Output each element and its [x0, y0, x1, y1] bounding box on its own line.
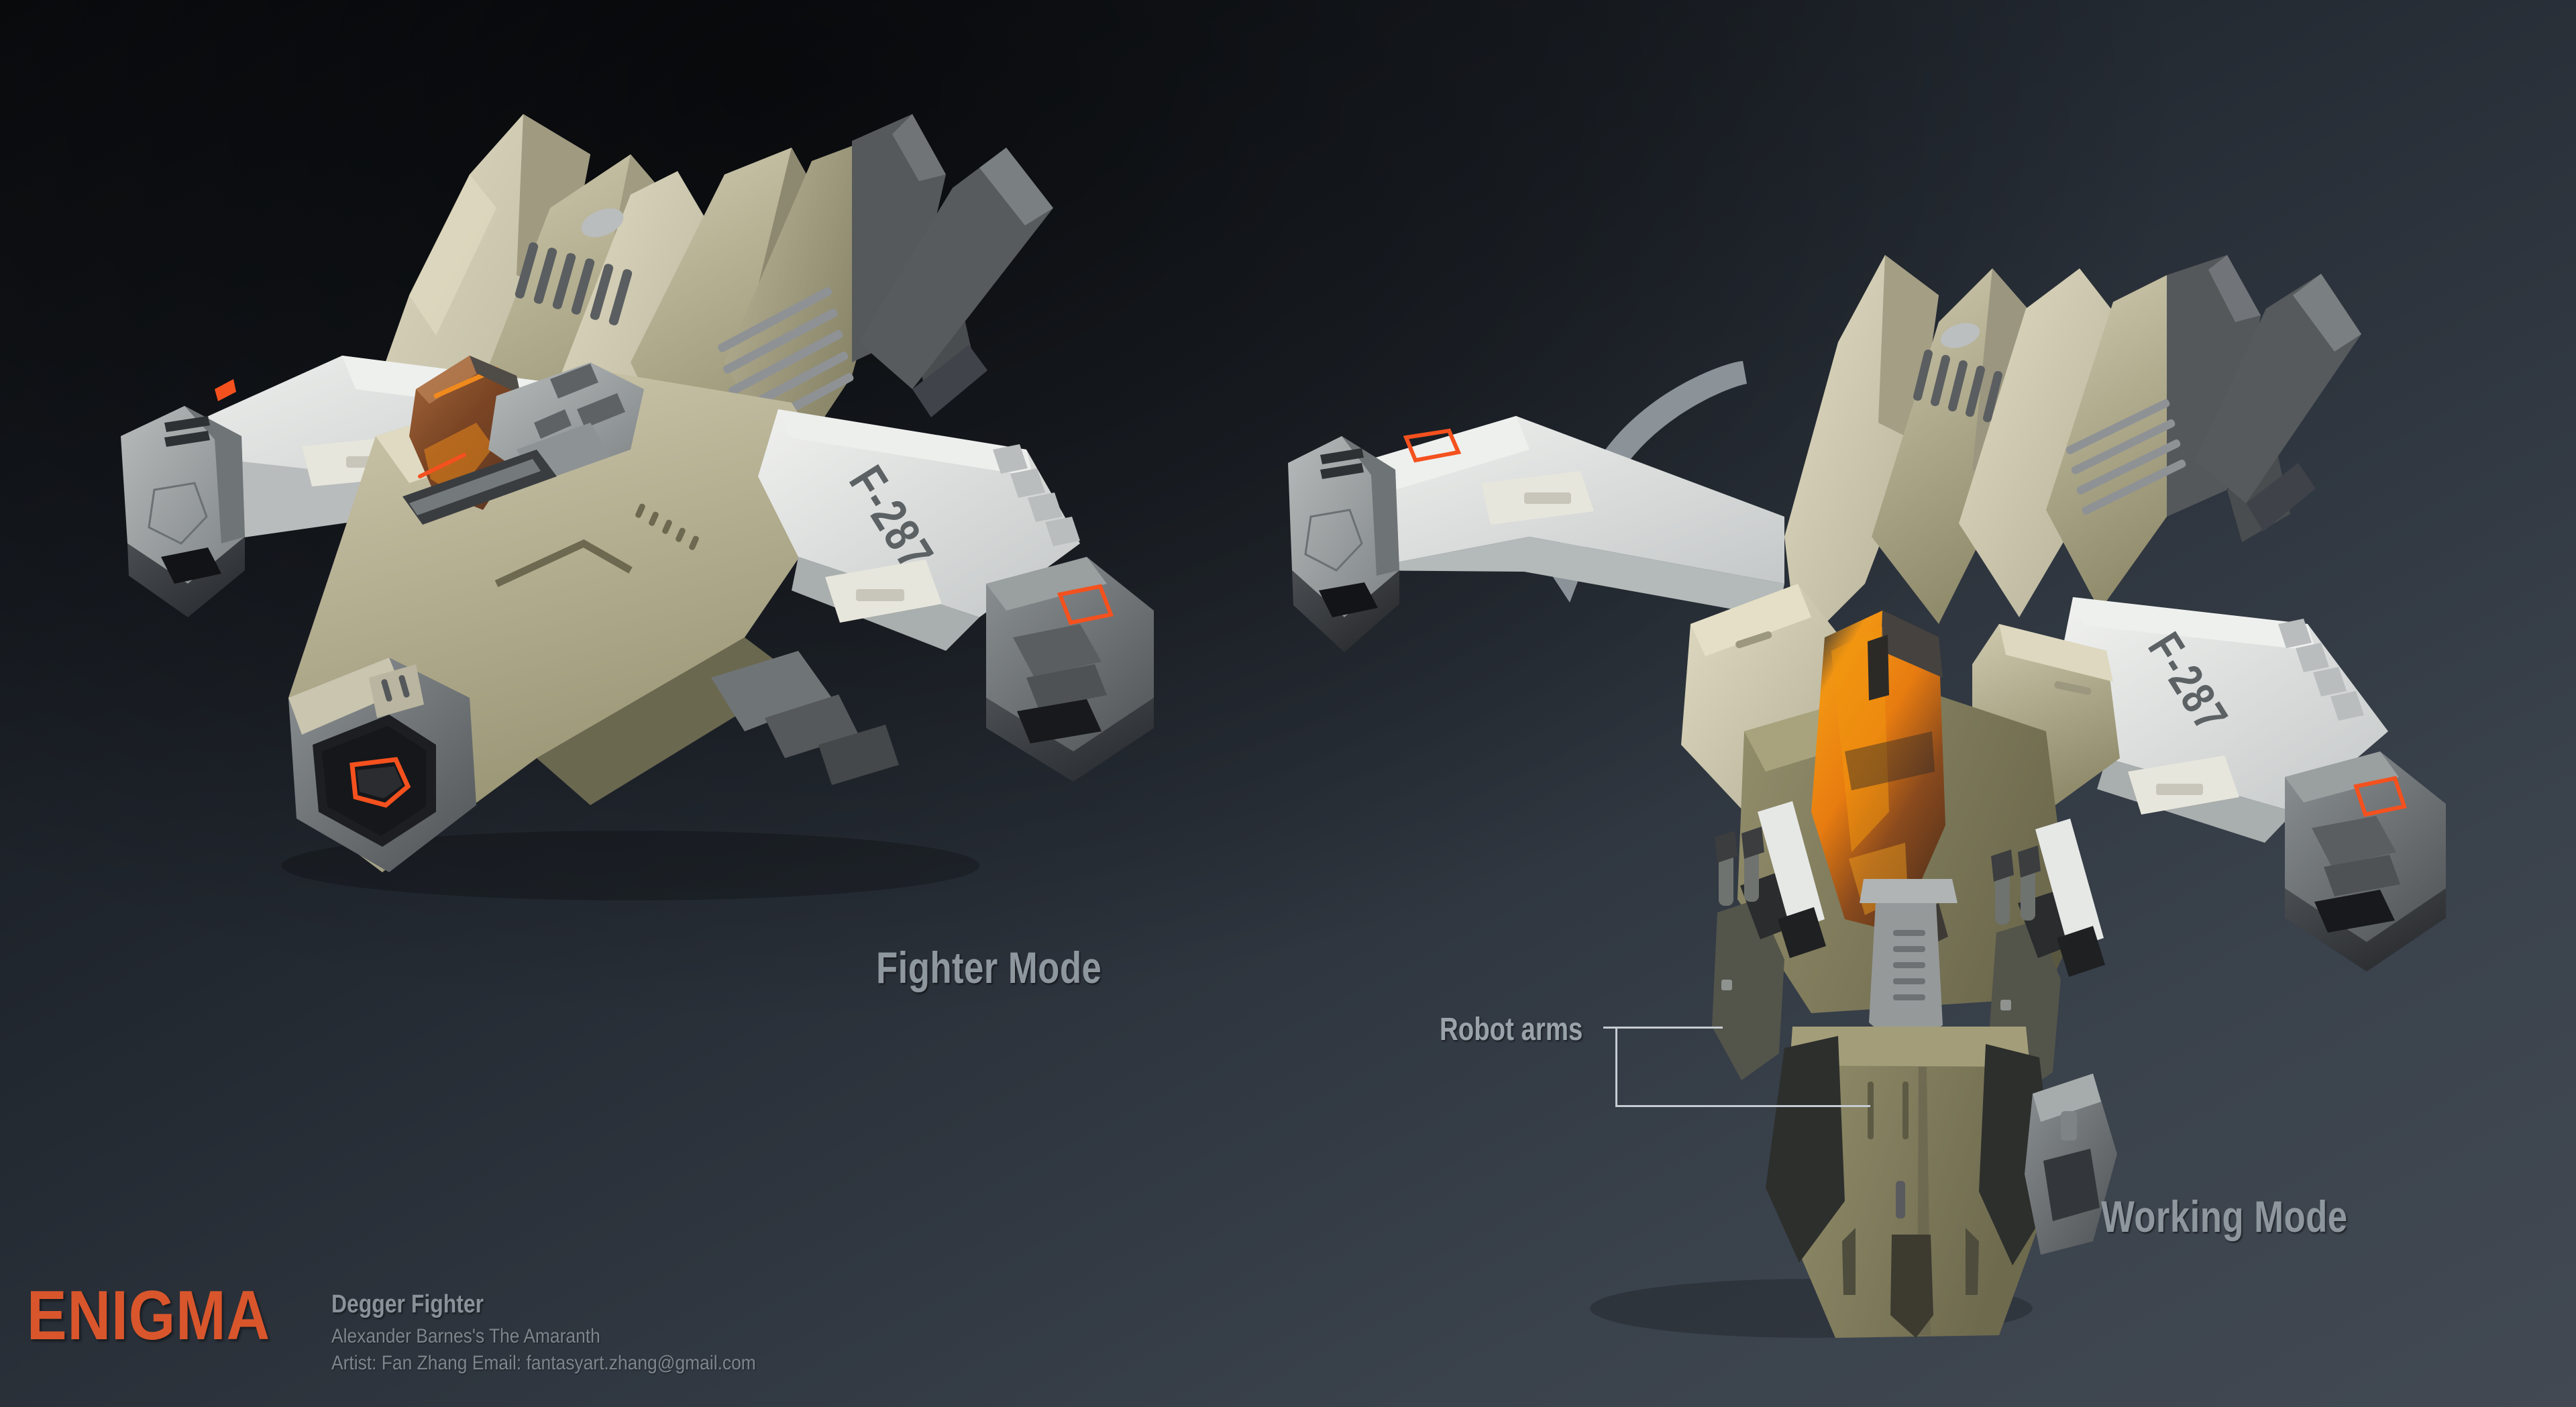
shadow [282, 831, 979, 900]
dorsal-cannon-barrel [859, 148, 1053, 417]
credit-artist: Artist: Fan Zhang Email: fantasyart.zhan… [331, 1352, 756, 1374]
intake-grille [2065, 399, 2186, 515]
chest-spine [1860, 879, 1957, 1051]
dorsal-cannon-barrel [2195, 274, 2361, 531]
spacecraft-working-mode: F-287 [1288, 221, 2455, 1362]
credit-property: Alexander Barnes's The Amaranth [331, 1325, 600, 1347]
credit-text-group: Degger Fighter Alexander Barnes's The Am… [331, 1284, 814, 1379]
starboard-hip-pod [2025, 1074, 2117, 1255]
port-wingtip-pod [1288, 436, 1399, 652]
ventral-struts [711, 651, 899, 785]
mode-label-working: Working Mode [2101, 1192, 2348, 1241]
robot-arm-left [1712, 801, 1826, 1080]
spacecraft-fighter-mode: F-287 [121, 74, 1234, 919]
engine-vent-louvers [515, 242, 633, 325]
sensor-dome [1940, 323, 1980, 348]
leader-line-vertical [1615, 1027, 1617, 1107]
wing-spine-steps [993, 444, 1080, 546]
upper-armor-stack [1784, 255, 2290, 651]
wing-spine-steps [2278, 619, 2364, 721]
engine-vent-louvers [1913, 349, 2002, 423]
port-wingtip-pod [121, 406, 245, 617]
credit-title: Degger Fighter [331, 1290, 484, 1318]
leader-line-bottom [1615, 1105, 1870, 1107]
panel-line [494, 539, 633, 587]
sensor-dome [581, 208, 624, 238]
port-wing-arm [1335, 416, 1784, 617]
belly-rail [402, 450, 557, 525]
mode-label-fighter: Fighter Mode [876, 943, 1102, 992]
brand-logo-enigma: ENIGMA [27, 1277, 270, 1355]
starboard-tailpod [2285, 751, 2446, 972]
starboard-tailpod [986, 557, 1154, 782]
accent-light [1403, 428, 1462, 463]
callout-label-robot-arms: Robot arms [1440, 1012, 1583, 1047]
credits-block: ENIGMA Degger Fighter Alexander Barnes's… [27, 1277, 814, 1379]
leader-line-top [1603, 1027, 1723, 1029]
lower-body [1766, 1027, 2055, 1338]
hull-rivets [635, 503, 699, 550]
nose-cannon-assembly [288, 658, 476, 872]
accent-light [215, 379, 236, 401]
